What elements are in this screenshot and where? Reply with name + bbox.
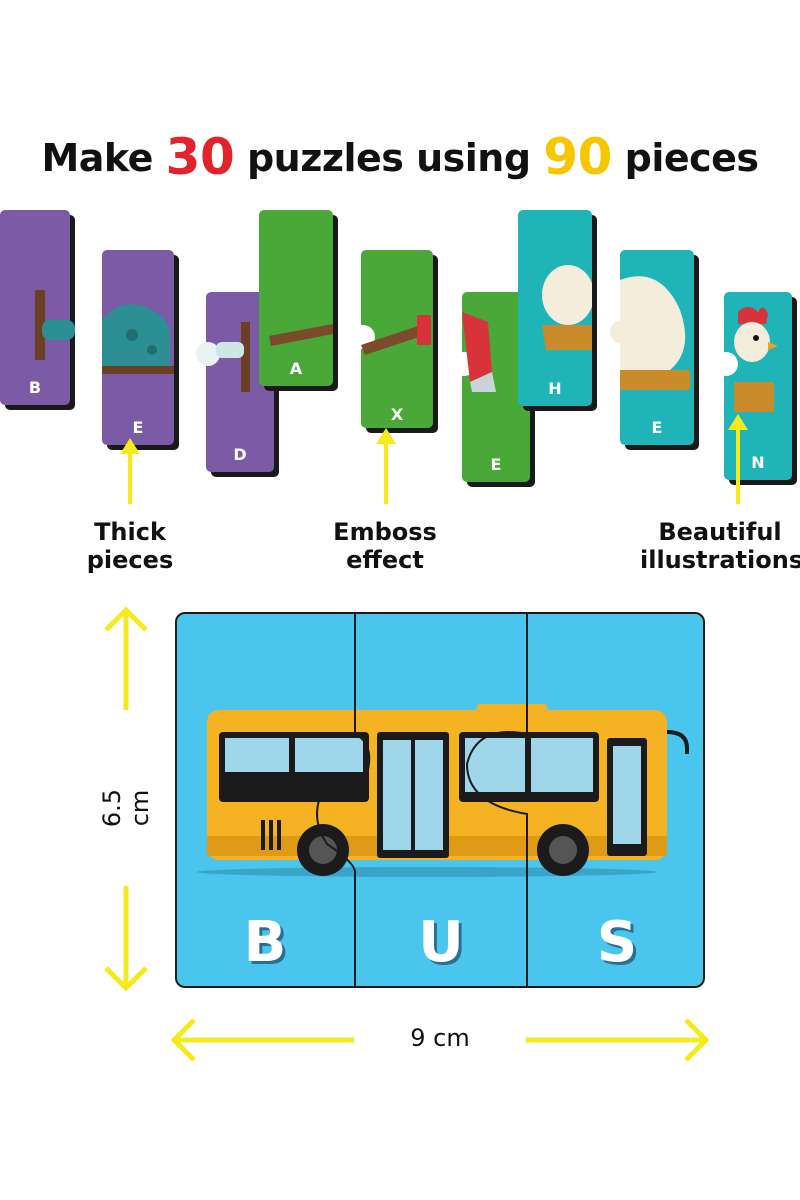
callout-thick-pieces: Thick pieces [60,518,200,574]
puzzle-piece-hen-3: N [714,292,792,480]
height-label: 6.5 cm [98,788,154,828]
piece-letter: E [490,455,502,474]
piece-letter: B [28,378,42,397]
callout-line: Thick [94,518,166,546]
axe-handle-illustration [269,324,333,346]
width-dimension-arrow [170,1018,710,1062]
puzzle-count: 30 [165,128,235,186]
arrow-up-icon [728,414,748,430]
bus-illustration [197,614,689,986]
callout-line: illustrations [640,546,800,574]
callout-line: Beautiful [658,518,782,546]
headline-part2: puzzles using [234,136,544,180]
bed-leg-illustration [216,322,250,392]
puzzle-piece-bed-1: B [0,210,75,405]
bus-puzzle-board: B U S [175,612,705,988]
puzzle-piece-axe-2: X [351,250,433,428]
piece-letter: X [390,405,404,424]
piece-count: 90 [543,128,612,186]
axe-head-illustration [462,312,496,392]
bus-letter-b: B [243,910,287,975]
blanket-illustration [102,304,174,374]
width-label: 9 cm [410,1024,470,1052]
callout-emboss-effect: Emboss effect [310,518,460,574]
puzzle-piece-hen-2: E [610,250,694,445]
piece-letter: D [233,445,247,464]
height-dimension-arrow [104,606,148,992]
hen-body-illustration [620,276,690,390]
callout-beautiful-illustrations: Beautiful illustrations [640,518,800,574]
callout-line: pieces [86,546,174,574]
arrow-shaft [384,442,388,504]
headline-part1: Make [41,136,166,180]
arrow-shaft [736,428,740,504]
arrow-shaft [128,452,132,504]
hen-body-illustration [542,265,592,350]
headline-part3: pieces [611,136,759,180]
piece-letter: H [548,379,562,398]
callout-line: Emboss [333,518,437,546]
puzzle-knob [196,342,220,366]
bus-letter-s: S [596,910,638,975]
arrow-up-icon [120,438,140,454]
bus-letter-u: U [418,910,464,975]
puzzle-piece-bed-2: E [92,250,174,445]
arrow-up-icon [376,428,396,444]
piece-letter: N [751,453,765,472]
piece-letter: E [651,418,663,437]
piece-letter: A [289,359,303,378]
puzzle-piece-axe-1: A [259,210,333,386]
headline: Make 30 puzzles using 90 pieces [0,128,800,186]
piece-letter: E [132,418,144,437]
puzzle-piece-hen-1: H [518,210,592,406]
axe-handle-illustration [361,315,431,355]
callout-line: effect [346,546,424,574]
bed-illustration [35,290,75,360]
hen-head-illustration [734,307,778,412]
puzzle-knob [714,352,738,376]
